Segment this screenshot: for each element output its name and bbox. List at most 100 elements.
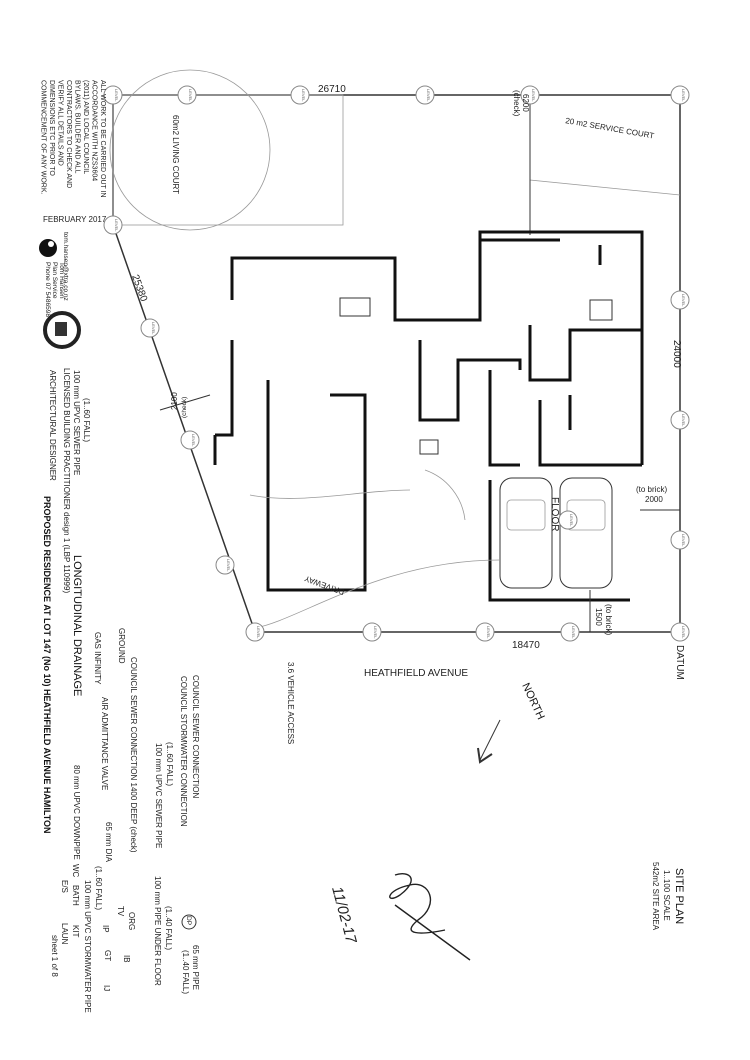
legend-storm-pipe: 100 mm UPVC STORMWATER PIPE [83, 880, 92, 1013]
car-icon [559, 477, 613, 589]
level-marker [520, 85, 540, 105]
legend-ib: IB [122, 955, 131, 963]
level-marker-label: LEVEL [426, 89, 431, 102]
scale-label: 1..100 SCALE [662, 870, 671, 921]
dimension-top: 26710 [318, 84, 346, 95]
general-note-line: VERIFY ALL DETAILS AND [57, 80, 64, 166]
driveway-label: DRIVEWAY [303, 574, 346, 597]
downpipe-symbol [181, 914, 197, 930]
general-note-line: ACCORDANCE WITH NZS3604 [91, 80, 98, 181]
site-plan-title: SITE PLAN [673, 868, 685, 924]
legend-laun: LAUN [60, 923, 69, 945]
living-court-circle [109, 69, 271, 231]
dimension-1500: 1500 [594, 608, 603, 626]
dimension-right: 24000 [671, 340, 682, 368]
legend-kit: KIT [71, 925, 80, 938]
legend-under-floor: 100 mm PIPE UNDER FLOOR [153, 876, 162, 986]
vehicle-access-label: 3.6 VEHICLE ACCESS [286, 662, 295, 744]
level-marker [362, 622, 382, 642]
legend-stormwater-connection: COUNCIL STORMWATER CONNECTION [179, 676, 188, 827]
level-marker [215, 555, 235, 575]
general-note-line: (2011) AND LOCAL COUNCIL [82, 80, 89, 174]
general-note-line: DIMENSIONS ETC PRIOR TO [48, 80, 55, 176]
signature-date: 11/02-17 [328, 885, 360, 946]
level-marker-label: LEVEL [681, 89, 686, 102]
level-marker-label: LEVEL [681, 414, 686, 427]
north-arrow-icon [477, 719, 501, 764]
level-marker [245, 622, 265, 642]
title-sewer-pipe: 100 mm UPVC SEWER PIPE [72, 370, 81, 475]
legend-fall: (1..40 FALL) [181, 950, 190, 994]
legend-gas: GAS INFINITY [93, 632, 102, 685]
signature: 11/02-17 [328, 873, 471, 961]
level-marker [415, 85, 435, 105]
street-name: HEATHFIELD AVENUE [364, 668, 468, 679]
lbp-logo [43, 311, 81, 349]
datum-label: DATUM [674, 645, 685, 680]
level-marker [103, 85, 123, 105]
driveway-edge [254, 559, 501, 629]
drainage-title: LONGITUDINAL DRAINAGE [71, 555, 83, 696]
legend-gt: GT [103, 950, 112, 961]
legend-ground: GROUND [117, 628, 126, 664]
level-marker [670, 290, 690, 310]
lbp-label: LICENSED BUILDING PRACTITIONER design 1 … [62, 368, 71, 593]
dimension-2100: 2100 [170, 392, 179, 410]
general-note-line: CONTRACTORS TO CHECK AND [65, 80, 72, 188]
legend-wc: WC [71, 864, 80, 878]
to-brick-label: (to brick) [604, 604, 613, 635]
designer-email: tom.hansen@xtra.co.nz [62, 232, 69, 301]
service-court-label: 20 m2 SERVICE COURT [565, 116, 655, 141]
general-note-line: ALL WORK TO BE CARRIED OUT IN [99, 80, 106, 198]
level-markers: LEVEL LEVEL LEVEL LEVEL LEVEL LEVEL LEVEL LEVEL… [103, 85, 690, 642]
level-marker-label: LEVEL [373, 626, 378, 639]
designer-name: Tom Hansen [58, 262, 65, 299]
dimension-bottom: 18470 [512, 640, 540, 651]
level-marker-label: LEVEL [486, 626, 491, 639]
dimension-line-2100 [159, 394, 211, 411]
service-court-outline [529, 95, 681, 196]
designer-phone: Phone 07 5486598 [44, 262, 51, 317]
title-fall: (1..60 FALL) [82, 398, 91, 442]
legend-sewer-connection: COUNCIL SEWER CONNECTION [191, 675, 200, 798]
level-marker [180, 430, 200, 450]
drainage-legend: COUNCIL SEWER CONNECTION COUNCIL STORMWA… [50, 628, 200, 1013]
legend-ip: IP [101, 925, 110, 933]
level-marker-label: LEVEL [681, 534, 686, 547]
legend-aav: AIR ADMITTANCE VALVE [100, 697, 109, 790]
legend-bath: BATH [71, 885, 80, 906]
level-marker-label: LEVEL [191, 434, 196, 447]
legend-fall: (1..60 FALL) [94, 866, 103, 910]
house-footprint [213, 230, 644, 602]
date-label: FEBRUARY 2017 [43, 215, 107, 224]
dimension-2000: 2000 [645, 495, 663, 504]
level-marker-label: LEVEL [569, 514, 574, 527]
sheet-number: sheet 1 of 8 [50, 935, 59, 977]
driveway-edge [249, 489, 411, 499]
level-marker [290, 85, 310, 105]
level-marker-label: LEVEL [188, 89, 193, 102]
to-brick-label: (to brick) [636, 485, 667, 494]
legend-downpipe: 80 mm UPVC DOWNPIPE [72, 765, 81, 860]
general-note-line: BYLAWS. BUILDER AND ALL [74, 80, 81, 174]
level-marker [560, 622, 580, 642]
legend-dia: 65 mm DIA [104, 822, 113, 863]
legend-65-pipe: 65 mm PIPE [191, 945, 200, 990]
legend-dp: DP [185, 916, 192, 925]
site-area-label: 542m2 SITE AREA [651, 862, 660, 931]
project-title: PROPOSED RESIDENCE AT LOT 147 (No 10) HE… [42, 496, 52, 834]
living-court-area [112, 94, 344, 226]
check-label: (check) [181, 397, 188, 418]
level-marker [558, 510, 578, 530]
legend-fall: (1..40 FALL) [164, 906, 173, 950]
level-marker-label: LEVEL [151, 322, 156, 335]
level-marker-label: LEVEL [681, 294, 686, 307]
level-marker [670, 622, 690, 642]
car-icon [499, 477, 553, 589]
level-marker-label: LEVEL [301, 89, 306, 102]
level-marker-label: LEVEL [114, 89, 119, 102]
level-marker [670, 85, 690, 105]
designer-service: Plan Service [51, 262, 58, 299]
dimension-left: 25380 [129, 273, 149, 303]
